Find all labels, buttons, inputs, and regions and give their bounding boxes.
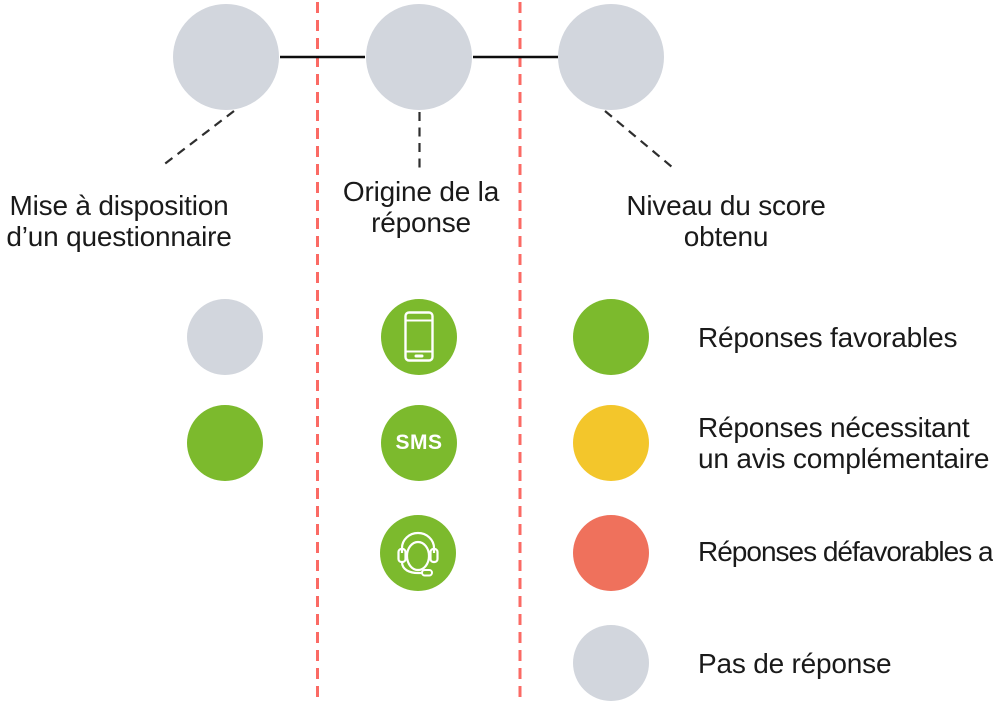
smartphone-icon (404, 311, 434, 362)
legend-label-no-response: Pas de réponse (698, 623, 993, 703)
timeline-node-2 (366, 4, 472, 110)
legend-label-complementary: Réponses nécessitant un avis complémenta… (698, 403, 993, 483)
step-label-questionnaire: Mise à disposition d’un questionnaire (4, 190, 234, 252)
step-label-line: Mise à disposition (9, 190, 229, 221)
step-label-line: d’un questionnaire (6, 221, 232, 252)
step-label-line: réponse (371, 207, 471, 238)
step-label-score: Niveau du score obtenu (616, 190, 836, 252)
sms-label: SMS (395, 431, 443, 454)
origin-smartphone-circle (381, 299, 457, 375)
step-label-line: Origine de la (342, 176, 500, 207)
legend-label-favorable: Réponses favorables (698, 297, 993, 377)
availability-dot-green (187, 405, 263, 481)
origin-headset-circle (380, 515, 456, 591)
legend-label-line: Réponses défavorables a (698, 535, 993, 567)
legend-dot-complementary (573, 405, 649, 481)
legend-dot-favorable (573, 299, 649, 375)
step-label-origine: Origine de la réponse (331, 176, 511, 238)
step-label-line: Niveau du score (626, 190, 826, 221)
availability-dot-gray (187, 299, 263, 375)
legend-label-line: Réponses favorables (698, 321, 958, 353)
legend-label-line: Réponses nécessitant (698, 412, 970, 443)
timeline-node-3 (558, 4, 664, 110)
timeline-node-1 (173, 4, 279, 110)
legend-dot-unfavorable (573, 515, 649, 591)
leader-line-step-3 (604, 110, 673, 168)
headset-icon (397, 531, 439, 577)
leader-line-step-1 (161, 110, 235, 167)
legend-label-line: Pas de réponse (698, 647, 892, 679)
legend-label-line: un avis complémentaire (698, 443, 990, 474)
step-label-line: obtenu (683, 221, 769, 252)
legend-dot-no-response (573, 625, 649, 701)
origin-sms-circle: SMS (381, 405, 457, 481)
legend-label-unfavorable: Réponses défavorables a (698, 511, 993, 591)
